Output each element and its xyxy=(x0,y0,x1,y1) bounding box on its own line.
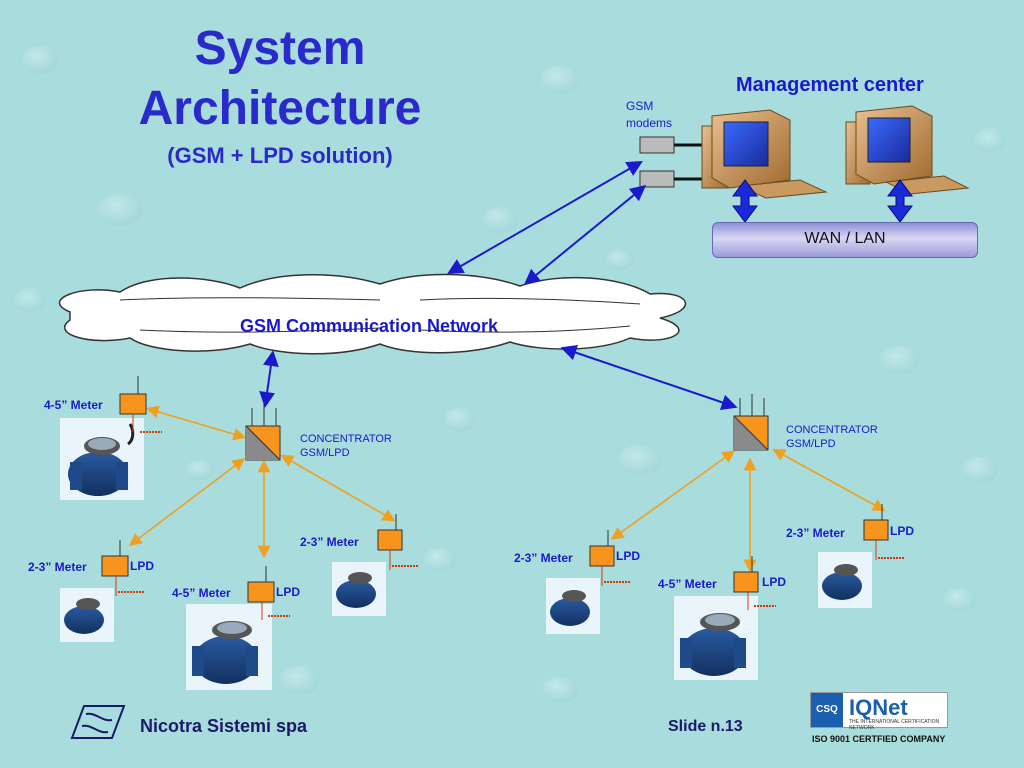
lpd-label-5: LPD xyxy=(616,549,640,563)
lpd-label-2: LPD xyxy=(130,559,154,573)
subtitle: (GSM + LPD solution) xyxy=(167,143,393,168)
meter-images xyxy=(60,414,904,690)
meter-3-label: 4-5” Meter xyxy=(172,586,231,600)
concentrator-right-icon xyxy=(733,394,769,451)
meter-6-label: 4-5” Meter xyxy=(658,577,717,591)
meter-1-label: 4-5” Meter xyxy=(44,398,103,412)
meter-5-label: 2-3” Meter xyxy=(514,551,573,565)
iso-certification-text: ISO 9001 CERTFIED COMPANY xyxy=(812,734,946,744)
concentrator-left-line1: CONCENTRATOR xyxy=(300,433,392,445)
lpd-label-6: LPD xyxy=(762,575,786,589)
lpd-modules xyxy=(101,376,889,603)
radio-links-right xyxy=(610,448,886,573)
gsm-modem-2 xyxy=(639,170,704,188)
title-line-2: Architecture xyxy=(138,82,422,135)
company-name: Nicotra Sistemi spa xyxy=(140,716,308,736)
meter-4-label: 2-3” Meter xyxy=(300,535,359,549)
computer-1-icon xyxy=(701,109,828,199)
management-center-label: Management center xyxy=(736,74,924,96)
gsm-modem-1 xyxy=(639,136,704,154)
lpd-label-3: LPD xyxy=(276,585,300,599)
csq-logo: CSQ xyxy=(811,693,843,727)
concentrator-right-label: CONCENTRATOR GSM/LPD xyxy=(786,423,896,451)
company-logo xyxy=(70,705,126,739)
radio-links-left xyxy=(128,405,396,559)
iqnet-subtitle: THE INTERNATIONAL CERTIFICATION NETWORK xyxy=(849,719,940,731)
network-label: GSM Communication Network xyxy=(240,316,499,336)
concentrator-left-icon xyxy=(245,404,281,461)
slide-number: Slide n.13 xyxy=(668,718,743,735)
lpd-label-7: LPD xyxy=(890,524,914,538)
wan-lan-bar: WAN / LAN xyxy=(712,222,978,258)
certification-badge: CSQ IQNet THE INTERNATIONAL CERTIFICATIO… xyxy=(810,692,948,731)
concentrator-left-label: CONCENTRATOR GSM/LPD xyxy=(300,432,410,460)
iqnet-logo: IQNet xyxy=(849,695,908,720)
concentrator-right-line2: GSM/LPD xyxy=(786,438,836,450)
gsm-modems-label: GSM modems xyxy=(626,99,673,130)
concentrator-left-line2: GSM/LPD xyxy=(300,447,350,459)
meter-2-label: 2-3” Meter xyxy=(28,560,87,574)
concentrator-right-line1: CONCENTRATOR xyxy=(786,424,878,436)
computer-2-icon xyxy=(845,105,970,195)
title-line-1: System xyxy=(194,22,366,75)
gsm-links xyxy=(259,161,738,411)
meter-7-label: 2-3” Meter xyxy=(786,526,845,540)
gsm-network-cloud xyxy=(58,273,687,355)
